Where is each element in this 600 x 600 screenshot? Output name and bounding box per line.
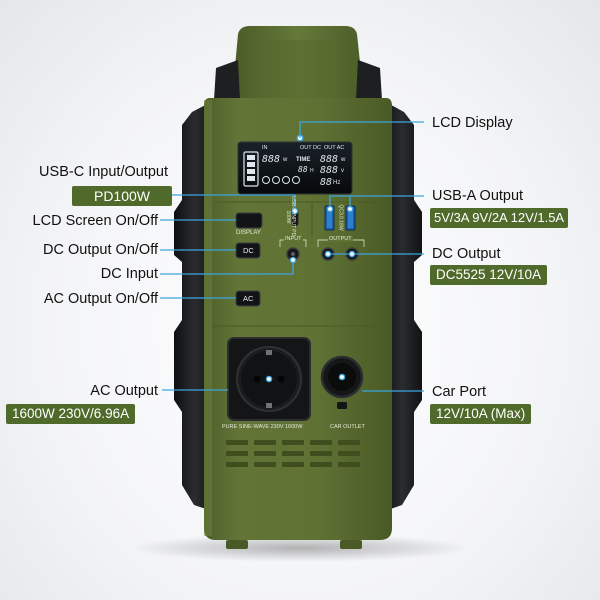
lcd-hz-value: 88 [320,177,333,188]
callout-lcd-display-label: LCD Display [432,115,513,131]
callout-usba-label: USB-A Output [432,188,524,204]
lcd-out-dc-label: OUT DC [300,145,321,151]
callout-lines [160,121,424,392]
lcd-hz-unit: Hz [333,180,341,186]
device-body [204,98,392,540]
usba-port-label: QC3.0 18W [337,204,344,231]
callout-usbc-spec: PD100W [72,186,172,206]
vent-grille [226,440,360,467]
callout-dc-input-label: DC Input [100,266,158,282]
foot-right [340,540,362,549]
callout-lcd-onoff-label: LCD Screen On/Off [32,213,158,229]
callout-ac-output-label: AC Output [90,383,158,399]
callout-dots [265,205,356,383]
car-outlet-label: CAR OUTLET [330,424,365,430]
callout-car-port-label: Car Port [432,384,486,400]
lcd-time-unit: H [310,168,314,174]
callout-usbc-label: USB-C Input/Output [39,164,168,180]
lcd-in-label: IN [262,145,268,151]
lcd-input-w-unit: w [283,157,288,163]
floor-shadow [130,534,470,562]
lcd-voltage-unit: v [341,168,344,174]
lcd-output-watts: 888 [320,154,339,165]
callout-dc-output-spec: DC5525 12V/10A [430,265,548,285]
display-button[interactable] [235,212,263,229]
lcd-input-watts: 888 [262,154,281,165]
ac-button-text: AC [243,294,254,303]
usbc-port-label: USB-C INPUT PD-100W [285,196,296,238]
lcd-voltage-value: 888 [320,165,339,176]
callout-ac-output-spec: 1600W 230V/6.96A [6,404,136,424]
callout-car-port-spec: 12V/10A (Max) [430,404,532,424]
callout-ac-onoff-label: AC Output On/Off [43,291,158,307]
display-button-label: DISPLAY [236,230,261,236]
lcd-out-ac-label: OUT AC [324,145,345,151]
callout-usba-spec: 5V/3A 9V/2A 12V/1.5A [430,208,569,228]
callout-dc-onoff-label: DC Output On/Off [43,242,158,258]
lcd-time-value: 88 [298,165,308,174]
lcd-time-label: TIME [296,157,311,163]
sine-wave-label: PURE SINE-WAVE 230V 1600W [222,424,303,430]
callout-dc-output-label: DC Output [432,246,501,262]
dc-button-text: DC [243,246,254,255]
output-bracket-label: OUTPUT [328,236,353,242]
lcd-output-w-unit: w [341,157,346,163]
input-bracket-label: INPUT [284,236,303,242]
foot-left [226,540,248,549]
lcd-screen [237,141,353,195]
